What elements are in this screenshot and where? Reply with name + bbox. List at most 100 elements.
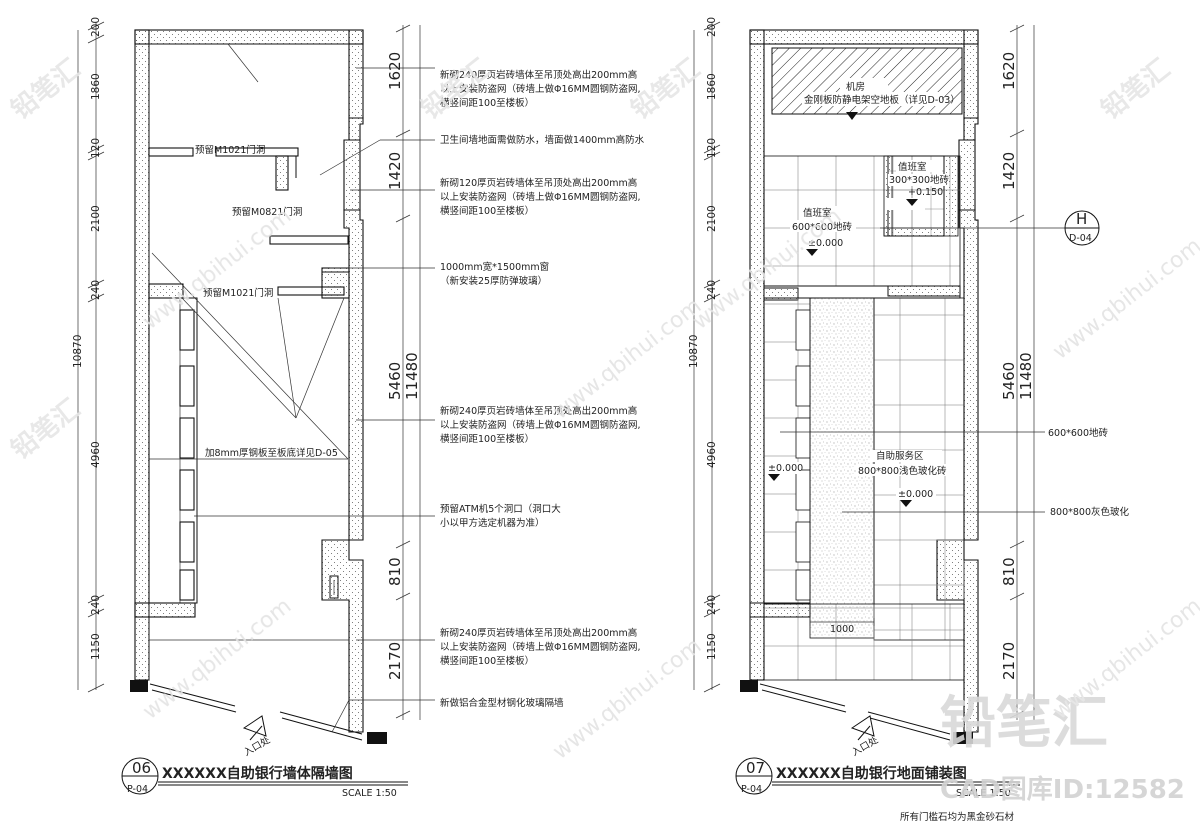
dim-left-1150: 1150 — [90, 633, 102, 660]
note-wall-240-a-1: 新砌240厚页岩砖墙体至吊顶处高出200mm高 — [440, 69, 637, 81]
dim-left-120: 120 — [90, 138, 102, 158]
note-wall-240-b-3: 横竖间距100至楼板） — [440, 433, 534, 445]
sheet-number-left: P-04 — [127, 784, 148, 795]
section-tag-top: H — [1076, 210, 1087, 228]
dim-left-4960: 4960 — [90, 441, 102, 468]
title-block-left: 06 P-04 XXXXXX自助银行墙体隔墙图 SCALE 1:50 — [121, 757, 408, 799]
right-plan: 200 1860 120 2100 240 10870 4960 240 115… — [688, 17, 1130, 823]
drawing-title-left: XXXXXX自助银行墙体隔墙图 — [162, 765, 353, 782]
dim-left-1860: 1860 — [90, 73, 102, 100]
duty-rooms: 值班室 300*300地砖 +0.150 值班室 600*600地砖 ±0.00… — [763, 155, 961, 301]
entrance-doors-right — [740, 680, 973, 744]
note-window-2: （新安装25厚防弹玻璃） — [440, 275, 547, 287]
dim-left-240b: 240 — [90, 595, 102, 615]
note-atm-1: 预留ATM机5个洞口（洞口大 — [440, 503, 561, 515]
dim-r-right-11480: 11480 — [1017, 352, 1035, 400]
dim-left-240: 240 — [90, 280, 102, 300]
dim-r-left-200: 200 — [706, 17, 718, 37]
note-wall-120-1: 新砌120厚页岩砖墙体至吊顶处高出200mm高 — [440, 177, 637, 189]
note-wall-240-c-1: 新砌240厚页岩砖墙体至吊顶处高出200mm高 — [440, 627, 637, 639]
dim-r-right-810: 810 — [1000, 557, 1018, 586]
service-level: ±0.000 — [898, 489, 933, 500]
duty-label: 值班室 — [803, 207, 832, 219]
steel-plate-label: 加8mm厚钢板至板底详见D-05 — [205, 447, 338, 459]
dim-r-left-1150: 1150 — [706, 633, 718, 660]
note-wall-120-3: 横竖间距100至楼板） — [440, 205, 534, 217]
section-tag: H D-04 — [880, 210, 1100, 246]
dim-right-5460: 5460 — [386, 362, 404, 400]
dim-r-left-1860: 1860 — [706, 73, 718, 100]
note-glass-partition: 新做铝合金型材钢化玻璃隔墙 — [440, 697, 564, 709]
door-label-m1021-top: 预留M1021门洞 — [195, 144, 265, 156]
note-wall-240-b-2: 以上安装防盗网（砖墙上做Φ16MM圆钢防盗网, — [440, 419, 640, 431]
partition-walls — [148, 147, 350, 299]
note-wall-240-c-2: 以上安装防盗网（砖墙上做Φ16MM圆钢防盗网, — [440, 641, 640, 653]
dim-right-1620: 1620 — [386, 52, 404, 90]
left-dim-chain: 200 1860 120 2100 240 10870 4960 240 115… — [72, 17, 105, 693]
site-watermark-1: www.qbihui.com — [138, 204, 296, 335]
service-tile-label: 800*800浅色玻化砖 — [858, 465, 947, 477]
dim-r-right-1420: 1420 — [1000, 152, 1018, 190]
dim-r-left-2100: 2100 — [706, 205, 718, 232]
scale-right: SCALE 1:50 — [956, 788, 1011, 799]
dim-r-left-10870: 10870 — [688, 335, 700, 368]
dim-r-left-120: 120 — [706, 138, 718, 158]
right-plan-right-dims: 1620 1420 5460 11480 810 2170 — [1000, 24, 1035, 720]
annotation-notes-left: 新砌240厚页岩砖墙体至吊顶处高出200mm高 以上安装防盗网（砖墙上做Φ16M… — [440, 69, 645, 709]
title-block-right: 07 P-04 XXXXXX自助银行地面铺装图 SCALE 1:50 所有门槛石… — [735, 757, 1020, 823]
duty-tile-label: 600*600地砖 — [792, 221, 853, 233]
site-watermark-4: www.qbihui.com — [548, 634, 706, 765]
site-watermark-7: www.qbihui.com — [1048, 594, 1200, 725]
footnote-threshold: 所有门槛石均为黑金砂石材 — [900, 811, 1015, 823]
dim-r-left-240: 240 — [706, 280, 718, 300]
dim-r-left-4960: 4960 — [706, 441, 718, 468]
service-area: 1000 ±0.000 自助服务区 800*800浅色玻化砖 ±0.000 — [749, 297, 965, 681]
brand-watermark-small-1: 铅笔汇 — [5, 53, 86, 125]
service-label: 自助服务区 — [876, 450, 924, 462]
dim-right-11480: 11480 — [403, 352, 421, 400]
dim-r-right-2170: 2170 — [1000, 642, 1018, 680]
machine-room: 机房 金刚板防静电架空地板（详见D-03） — [771, 47, 963, 120]
note-wall-240-c-3: 横竖间距100至楼板） — [440, 655, 534, 667]
dim-right-1420: 1420 — [386, 152, 404, 190]
scale-left: SCALE 1:50 — [342, 788, 397, 799]
duty-small-label: 值班室 — [898, 161, 927, 173]
section-tag-bottom: D-04 — [1069, 233, 1092, 244]
machine-room-label: 机房 — [846, 81, 865, 93]
site-watermark-6: www.qbihui.com — [1048, 234, 1200, 365]
dim-left-200: 200 — [90, 17, 102, 37]
dim-r-right-1620: 1620 — [1000, 52, 1018, 90]
duty-small-level: +0.150 — [908, 187, 943, 198]
width-1000: 1000 — [830, 624, 854, 635]
level-left: ±0.000 — [768, 463, 803, 474]
door-label-m0821: 预留M0821门洞 — [232, 206, 302, 218]
duty-small-tile-label: 300*300地砖 — [889, 174, 950, 186]
sheet-number-right: P-04 — [741, 784, 762, 795]
right-dim-chain: 1620 1420 5460 11480 810 2170 — [386, 24, 421, 720]
door-label-m1021-bottom: 预留M1021门洞 — [203, 287, 273, 299]
cad-id-watermark: CAD图库ID:12582 — [940, 775, 1185, 805]
note-atm-2: 小以甲方选定机器为准） — [440, 517, 545, 529]
drawing-title-right: XXXXXX自助银行地面铺装图 — [776, 765, 967, 782]
leader-lines-left — [194, 67, 435, 733]
dim-right-2170: 2170 — [386, 642, 404, 680]
dim-r-right-5460: 5460 — [1000, 362, 1018, 400]
dim-r-left-240b: 240 — [706, 595, 718, 615]
note-tile-600: 600*600地砖 — [1048, 427, 1109, 439]
atm-enclosure: 加8mm厚钢板至板底详见D-05 — [134, 252, 349, 641]
left-plan: 200 1860 120 2100 240 10870 4960 240 115… — [72, 17, 645, 799]
drawing-number-right: 07 — [746, 759, 765, 777]
dim-left-2100: 2100 — [90, 205, 102, 232]
dim-right-810: 810 — [386, 557, 404, 586]
note-waterproof: 卫生间墙地面需做防水，墙面做1400mm高防水 — [440, 134, 645, 146]
note-gray-tile: 800*800灰色玻化 — [1050, 506, 1130, 518]
brand-watermark-small-2: 铅笔汇 — [5, 393, 86, 465]
note-wall-120-2: 以上安装防盗网（砖墙上做Φ16MM圆钢防盗网, — [440, 191, 640, 203]
entrance-doors-left — [130, 680, 387, 744]
note-window-1: 1000mm宽*1500mm窗 — [440, 261, 549, 273]
entrance-label-left: 入口处 — [242, 734, 273, 759]
right-plan-left-dims: 200 1860 120 2100 240 10870 4960 240 115… — [688, 17, 721, 693]
annotation-notes-right: 600*600地砖 800*800灰色玻化 — [780, 427, 1130, 518]
dim-left-10870: 10870 — [72, 335, 84, 368]
